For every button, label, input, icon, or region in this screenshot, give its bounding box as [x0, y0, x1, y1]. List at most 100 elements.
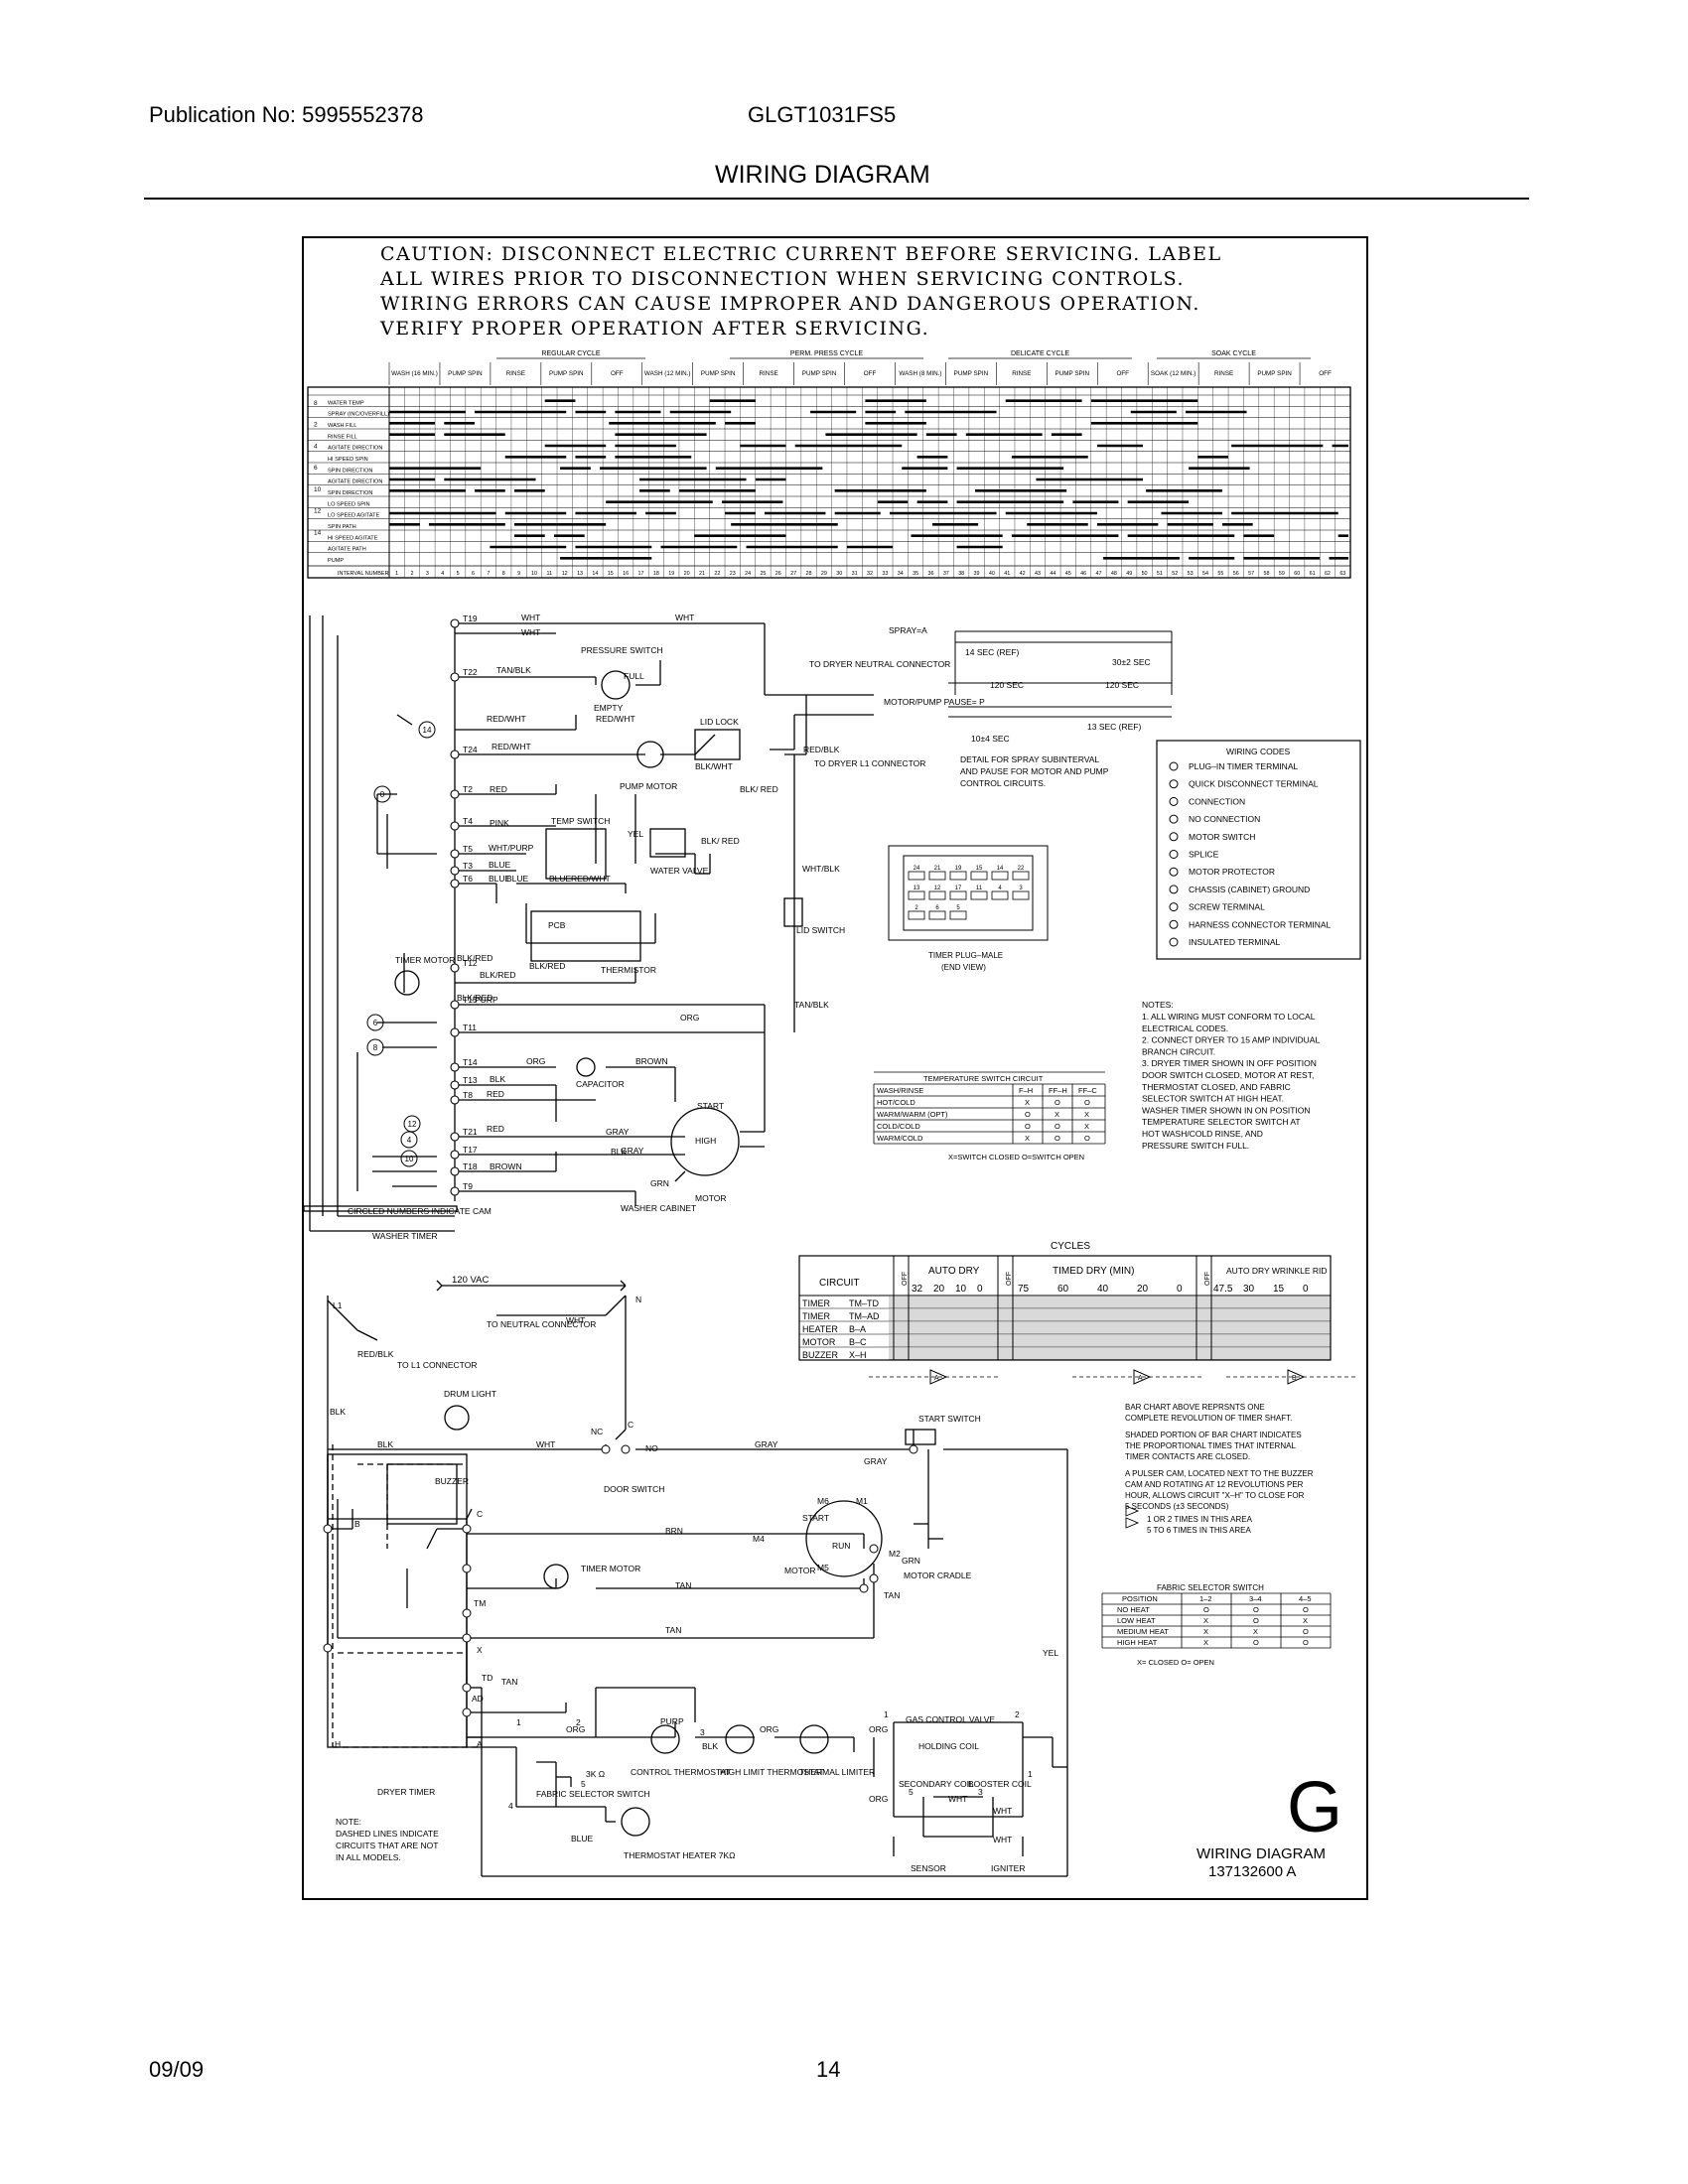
off-label: OFF — [1204, 1272, 1211, 1286]
table-cell: O — [1055, 1098, 1060, 1107]
terminal-label: T11 — [463, 1023, 477, 1032]
tick-label: 30 — [1243, 1284, 1255, 1295]
table-cell: O — [1203, 1605, 1209, 1614]
circuit-contact: TM–AD — [849, 1311, 880, 1321]
timer-terminals — [450, 618, 460, 1196]
dryer-timer-frame — [327, 1453, 468, 1748]
phase-label: WASH (8 MIN.) — [899, 370, 941, 377]
terminal-label: M5 — [817, 1563, 829, 1572]
dryer-motor — [805, 1500, 883, 1577]
terminal-label: 3 — [978, 1787, 983, 1797]
interval-number: 47 — [1095, 571, 1101, 577]
plug-in-terminal — [450, 789, 460, 799]
plug-pin — [991, 890, 1009, 900]
tick-label: 0 — [977, 1284, 983, 1295]
code-symbol — [1169, 796, 1179, 806]
quick-disconnect-terminal — [621, 1444, 631, 1454]
plug-in-terminal — [450, 1062, 460, 1072]
wire-color-label: WHT — [993, 1835, 1012, 1844]
dashed-note-line: DASHED LINES INDICATE — [336, 1829, 439, 1839]
wire-color-label: PURP — [660, 1716, 684, 1726]
table-title: TEMPERATURE SWITCH CIRCUIT — [923, 1074, 1044, 1083]
wire-color-label: WHT/PURP — [489, 843, 534, 853]
caution-line: CAUTION: DISCONNECT ELECTRIC CURRENT BEF… — [380, 243, 1222, 265]
quick-disconnect-terminal — [323, 1643, 333, 1653]
interval-number: 26 — [775, 571, 781, 577]
wire-color-label: TO NEUTRAL CONNECTOR — [487, 1319, 596, 1329]
pulse-marker — [1125, 1517, 1140, 1529]
washer-components — [303, 670, 803, 1212]
code-label: CHASSIS (CABINET) GROUND — [1189, 885, 1310, 894]
dim-label: 30±2 SEC — [1112, 657, 1151, 667]
table-header: F–H — [1019, 1086, 1033, 1095]
component-label: MOTOR CRADLE — [904, 1570, 972, 1580]
cycles-title: CYCLES — [1051, 1241, 1090, 1252]
wire-color-label: GRN — [902, 1556, 920, 1566]
circuit-name: TIMER — [802, 1298, 830, 1308]
quick-disconnect-terminal — [323, 1524, 333, 1534]
tick-label: 75 — [1018, 1284, 1030, 1295]
pin-number: 4 — [998, 886, 1002, 891]
wire-color-label: RED/WHT — [487, 714, 526, 724]
interval-number: 48 — [1111, 571, 1117, 577]
phase-label: PUMP SPIN — [448, 370, 483, 377]
table-title: FABRIC SELECTOR SWITCH — [1157, 1583, 1264, 1592]
tick-label: 20 — [933, 1284, 945, 1295]
quick-disconnect-terminal — [462, 1608, 472, 1618]
water-valve — [649, 828, 686, 858]
bar-note-line: HOUR, ALLOWS CIRCUIT "X–H" TO CLOSE FOR — [1125, 1491, 1305, 1500]
pin-number: 24 — [914, 866, 920, 872]
terminal-label: T17 — [463, 1145, 478, 1155]
drum-light — [444, 1405, 470, 1431]
wire-color-label: TO L1 CONNECTOR — [397, 1360, 477, 1370]
row-label: HI SPEED SPIN — [328, 457, 368, 463]
wire-color-label: ORG — [566, 1724, 585, 1734]
phase-label: OFF — [1116, 370, 1129, 377]
table-header: WASH/RINSE — [877, 1086, 923, 1095]
note-line: WASHER TIMER SHOWN IN ON POSITION — [1142, 1105, 1311, 1115]
codes-border — [1156, 740, 1361, 960]
corner-caption: WIRING DIAGRAM — [1196, 1845, 1326, 1862]
table-cell: HIGH HEAT — [1117, 1638, 1158, 1647]
row-label: LO SPEED AGITATE — [328, 513, 380, 519]
phase-label: PUMP SPIN — [549, 370, 584, 377]
interval-number: 38 — [958, 571, 964, 577]
wire-color-label: RED/BLK — [803, 745, 840, 754]
interval-number: 50 — [1142, 571, 1148, 577]
cam-number: 4 — [407, 1136, 412, 1145]
interval-number: 4 — [441, 571, 444, 577]
spray-caption-line: AND PAUSE FOR MOTOR AND PUMP — [960, 766, 1109, 776]
code-symbol — [1169, 761, 1179, 771]
quick-disconnect-terminal — [859, 1583, 869, 1593]
interval-number: 28 — [806, 571, 812, 577]
interval-number: 21 — [699, 571, 705, 577]
pin-number: 12 — [934, 886, 941, 891]
row-label: RINSE FILL — [328, 434, 357, 440]
temp-switch — [545, 828, 607, 880]
component-label: PUMP MOTOR — [620, 781, 677, 791]
pin-number: 2 — [914, 905, 918, 911]
plug-pin — [949, 890, 967, 900]
plug-in-terminal — [450, 879, 460, 888]
wire-color-label: GRN — [650, 1178, 669, 1188]
diagram-frame — [302, 236, 1368, 1900]
plug-pin — [949, 871, 967, 881]
wire-color-label: ORG — [869, 1724, 888, 1734]
pin-number: 6 — [935, 905, 939, 911]
section-head: AUTO DRY WRINKLE RID — [1226, 1266, 1328, 1276]
component-label: PCB — [548, 920, 566, 930]
interval-number: 35 — [913, 571, 918, 577]
washer-note: TO DRYER NEUTRAL CONNECTOR — [809, 659, 950, 669]
plug-in-terminal — [450, 1186, 460, 1196]
table-cell: X — [1025, 1134, 1030, 1143]
circuit-head: CIRCUIT — [819, 1278, 860, 1289]
table-cell: X — [1084, 1110, 1089, 1119]
buzzer-box — [386, 1463, 458, 1525]
group-label: DELICATE CYCLE — [1011, 350, 1069, 357]
pulse-marker — [929, 1369, 948, 1385]
interval-number: 3 — [426, 571, 429, 577]
control-thermostat — [650, 1724, 680, 1754]
plug-in-terminal — [450, 1150, 460, 1160]
